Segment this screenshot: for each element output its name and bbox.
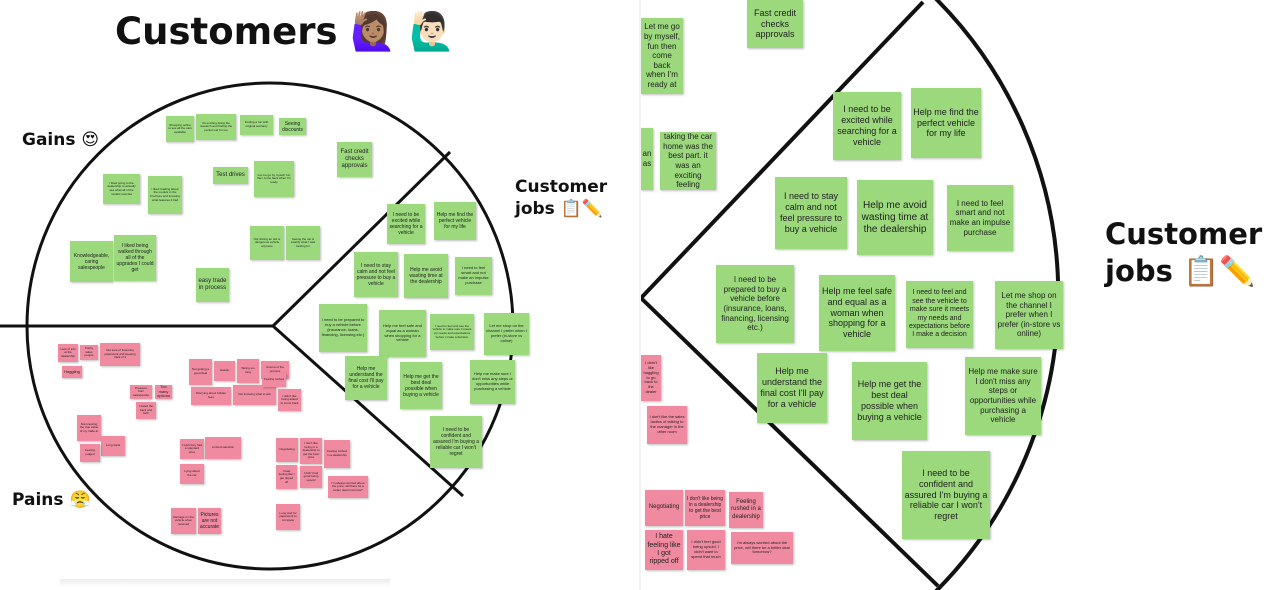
customer-jobs-label: Customer	[515, 177, 608, 197]
job-sticky-note[interactable]: I need to feel and see the vehicle to ma…	[906, 281, 973, 348]
customer-jobs-label-line2: jobs 📋✏️	[515, 199, 604, 219]
job-sticky-note[interactable]: I need to be excited while searching for…	[833, 92, 901, 160]
customer-jobs-label: Customer	[1105, 217, 1263, 251]
panel-divider	[639, 0, 642, 590]
pain-sticky-note[interactable]: Worrying about hidden fees	[191, 387, 231, 405]
gain-sticky-note[interactable]: I liked being walked through all of the …	[114, 235, 156, 281]
pain-sticky-note[interactable]: I didn't like being asked to come back	[278, 389, 301, 411]
gain-sticky-note[interactable]: I liked going to the dealership to actua…	[103, 174, 140, 204]
pain-sticky-note[interactable]: Not knowing what to ask	[233, 385, 276, 405]
pain-sticky-note[interactable]: Long wait for paperwork to complete	[276, 504, 300, 530]
pain-sticky-note[interactable]: Too many options	[155, 385, 172, 399]
job-sticky-note[interactable]: I need to be prepared to buy a vehicle b…	[319, 304, 367, 352]
pain-sticky-note[interactable]: Taking too long	[237, 359, 259, 383]
gain-sticky-note[interactable]: Not driving an old or dangerous vehicle …	[250, 226, 284, 260]
pain-sticky-note[interactable]: Negotiating	[276, 438, 298, 462]
pain-sticky-note[interactable]: Feeling rushed in a dealership	[729, 492, 763, 528]
right-canvas-panel: Customer jobs 📋✏️ Fast credit checks app…	[641, 0, 1280, 590]
gain-sticky-note[interactable]: Shopping online to see all the cars avai…	[166, 116, 194, 142]
pain-sticky-note[interactable]: Not getting a good deal	[189, 359, 212, 385]
gain-sticky-note[interactable]: It's exciting doing the research and fin…	[196, 114, 236, 140]
job-sticky-note[interactable]: Let me shop on the channel I prefer when…	[995, 281, 1063, 349]
pain-sticky-note[interactable]: Feeling rushed in a dealership	[324, 440, 350, 468]
pain-sticky-note[interactable]: Feeling rushed	[262, 373, 286, 387]
gain-sticky-note[interactable]: Knowledgeable, caring salespeople	[70, 241, 113, 282]
job-sticky-note[interactable]: Help me make sure I don't miss any steps…	[965, 357, 1041, 435]
pain-sticky-note[interactable]: Limited selection	[205, 437, 241, 459]
customer-jobs-label-line2: jobs 📋✏️	[1105, 254, 1256, 288]
job-sticky-note[interactable]: Help me feel safe and equal as a woman w…	[819, 275, 895, 351]
pain-sticky-note[interactable]: Not sure of financing paperwork and keep…	[100, 343, 140, 366]
jobs-upper-divider	[641, 0, 925, 300]
job-sticky-note[interactable]: I need to be prepared to buy a vehicle b…	[716, 265, 794, 343]
pain-sticky-note[interactable]: I don't like being in a dealership to ge…	[685, 490, 725, 526]
job-sticky-note[interactable]: Help me understand the final cost I'll p…	[345, 356, 387, 400]
job-sticky-note[interactable]: I need to feel smart and not make an imp…	[455, 257, 492, 295]
pain-sticky-note[interactable]: Pushy sales people	[80, 345, 98, 360]
gain-sticky-note[interactable]: easy trade in process	[196, 268, 229, 302]
jobs-lower-divider	[641, 296, 940, 588]
pain-sticky-note[interactable]: Damage on the vehicle when received	[171, 508, 196, 534]
job-sticky-note[interactable]: I need to feel smart and not make an imp…	[947, 185, 1013, 251]
pain-sticky-note[interactable]: I hate feeling like I got ripped off	[276, 465, 297, 489]
job-sticky-note[interactable]: I need to stay calm and not feel pressur…	[775, 177, 847, 249]
pain-sticky-note[interactable]: I'm always worried about the price, will…	[328, 476, 368, 498]
left-canvas-panel: Customers 🙋🏽‍♀️ 🙋🏻‍♂️ Gains 😍 Pains 😤 Cu…	[0, 10, 608, 587]
job-sticky-note[interactable]: I need to be excited while searching for…	[387, 204, 425, 244]
gain-sticky-note[interactable]: taking the car home was the best part. i…	[660, 132, 716, 190]
job-sticky-note[interactable]: I need to feel and see the vehicle to ma…	[430, 314, 474, 350]
pain-sticky-note[interactable]: I wish they had a standard price	[180, 439, 204, 459]
job-sticky-note[interactable]: Help me understand the final cost I'll p…	[757, 353, 827, 423]
pain-sticky-note[interactable]: Feeling judged	[80, 444, 100, 462]
pain-sticky-note[interactable]: Lying about the car	[180, 464, 204, 484]
pain-sticky-note[interactable]: I hate feeling like I got ripped off	[645, 530, 683, 570]
gain-sticky-note[interactable]: Fast credit checks approvals	[747, 0, 803, 48]
gain-sticky-note[interactable]: Finding a car with original warranty	[240, 115, 273, 135]
job-sticky-note[interactable]: I need to stay calm and not feel pressur…	[354, 252, 398, 297]
customers-title: Customers 🙋🏽‍♀️ 🙋🏻‍♂️	[115, 10, 456, 53]
pain-sticky-note[interactable]: Negotiating	[645, 490, 683, 526]
pain-sticky-note[interactable]: I didn't feel good being upsold, I didn'…	[687, 530, 725, 570]
gain-sticky-note[interactable]: Let me go by myself, fun then come back …	[254, 161, 294, 197]
pain-sticky-note[interactable]: I didn't feel good being upsold	[300, 466, 322, 488]
pain-sticky-note[interactable]: Long waits	[101, 436, 125, 456]
gain-sticky-note[interactable]: Seeing discounts	[279, 118, 306, 135]
value-proposition-circle-left	[0, 81, 515, 571]
pain-sticky-note[interactable]: Hassle	[214, 361, 235, 381]
job-sticky-note[interactable]: Help me avoid wasting time at the dealer…	[404, 254, 448, 298]
gain-sticky-note[interactable]: Test drives	[213, 167, 248, 184]
gains-label: Gains 😍	[22, 130, 100, 150]
gain-sticky-note[interactable]: Let me go by myself, fun then come back …	[641, 18, 683, 94]
job-sticky-note[interactable]: Help me make sure I don't miss any steps…	[470, 360, 515, 404]
horizontal-scrollbar[interactable]	[60, 579, 390, 587]
pain-sticky-note[interactable]: I'm always worried about the price, will…	[731, 532, 793, 564]
job-sticky-note[interactable]: I need to be confident and assured I'm b…	[902, 451, 990, 539]
job-sticky-note[interactable]: Help me find the perfect vehicle for my …	[434, 202, 476, 240]
gain-sticky-note[interactable]: Fast credit checks approvals	[337, 142, 372, 177]
pain-sticky-note[interactable]: I didn't like haggling to go back to the…	[641, 355, 661, 401]
jobs-upper-divider	[271, 150, 452, 328]
pain-sticky-note[interactable]: Not knowing the true value of my trade-i…	[77, 415, 101, 441]
pain-sticky-note[interactable]: Pictures are not accurate	[198, 508, 221, 534]
gain-sticky-note[interactable]: Seeing the car is exactly what I was loo…	[286, 226, 320, 260]
gain-sticky-note[interactable]: an as	[641, 128, 653, 190]
pain-sticky-note[interactable]: I don't like being in a dealership to ge…	[300, 438, 322, 464]
job-sticky-note[interactable]: Help me find the perfect vehicle for my …	[911, 88, 981, 158]
pain-sticky-note[interactable]: Lack of info at the dealership	[58, 344, 78, 362]
gain-sticky-note[interactable]: I liked reading about the models in the …	[148, 176, 182, 214]
job-sticky-note[interactable]: Help me feel safe and equal as a woman w…	[379, 310, 426, 357]
job-sticky-note[interactable]: Help me get the best deal possible when …	[852, 362, 927, 440]
pain-sticky-note[interactable]: I hated the back and forth	[136, 402, 156, 419]
pain-sticky-note[interactable]: Haggling	[62, 366, 82, 378]
job-sticky-note[interactable]: Help me get the best deal possible when …	[400, 362, 442, 409]
job-sticky-note[interactable]: Help me avoid wasting time at the dealer…	[857, 180, 933, 255]
job-sticky-note[interactable]: Let me shop on the channel I prefer when…	[484, 313, 529, 355]
pain-sticky-note[interactable]: I don't like the sales tactics of talkin…	[647, 406, 687, 444]
pain-sticky-note[interactable]: Pressure from salespeople	[130, 385, 152, 399]
pains-label: Pains 😤	[12, 490, 91, 510]
job-sticky-note[interactable]: I need to be confident and assured I'm b…	[430, 416, 482, 468]
